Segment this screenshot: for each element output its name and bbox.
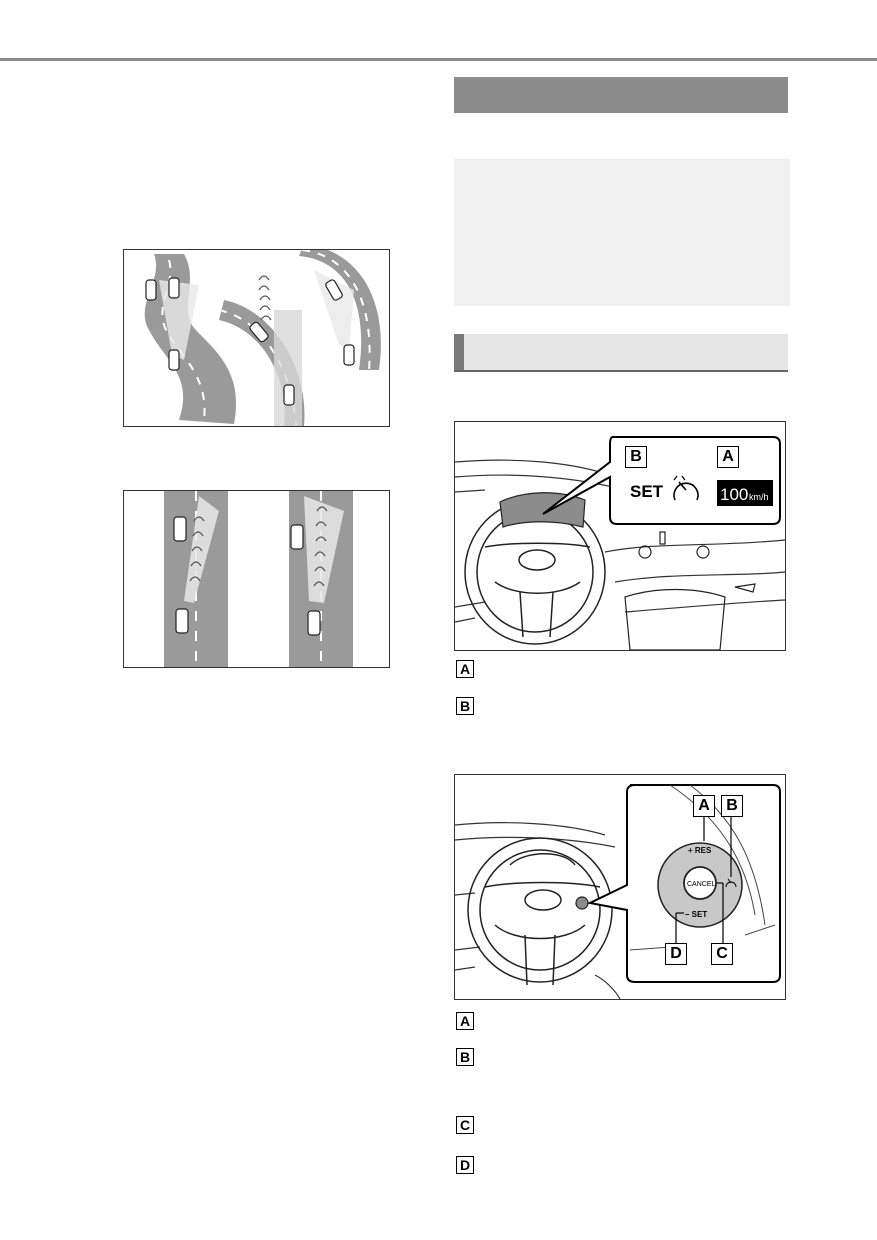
straight-road-illustration [123, 490, 390, 668]
display-callout-b: B [625, 446, 647, 468]
legend2-tag-c: C [456, 1116, 474, 1134]
cruise-switch-icon [725, 878, 737, 888]
switch-callout-c: C [711, 943, 733, 965]
legend2-tag-a: A [456, 1012, 474, 1030]
legend2-tag-b: B [456, 1048, 474, 1066]
set-indicator-text: SET [630, 482, 664, 501]
curve-road-illustration [123, 249, 390, 427]
subsection-header-accent [454, 334, 464, 370]
speedometer-icon [673, 475, 699, 501]
legend2-tag-d: D [456, 1156, 474, 1174]
speed-value-text: 100 [720, 485, 748, 504]
legend-tag-b: B [456, 697, 474, 715]
steering-switch-illustration: CANCEL + RES – SET A B C D [454, 774, 786, 1000]
subsection-header-bar [454, 334, 788, 372]
display-callout-a: A [717, 446, 739, 468]
top-rule [0, 58, 877, 61]
res-label: + RES [688, 846, 712, 855]
switch-callout-a: A [693, 795, 715, 817]
section-header-bar [454, 77, 788, 113]
cancel-label: CANCEL [687, 881, 716, 888]
switch-callout-d: D [665, 943, 687, 965]
speed-unit-text: km/h [749, 492, 769, 502]
meter-display-illustration: SET 100 km/h B A [454, 421, 786, 651]
note-box [454, 159, 790, 306]
set-label: – SET [685, 910, 707, 919]
switch-callout-b: B [721, 795, 743, 817]
legend-tag-a: A [456, 660, 474, 678]
